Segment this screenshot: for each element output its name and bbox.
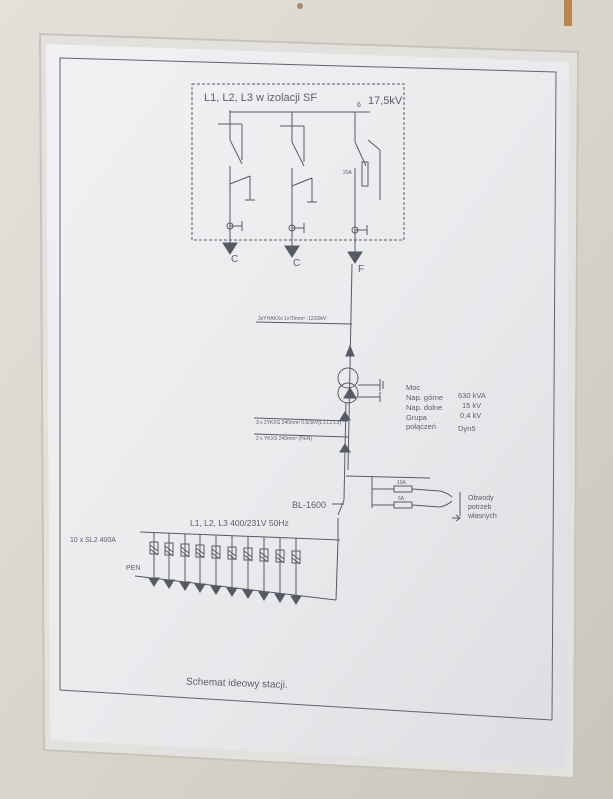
bay-label-3: F bbox=[358, 264, 364, 275]
switchgear-header-subscript: 6 bbox=[357, 102, 361, 109]
lv-cable-label-1: 3 x 2YKXS 240mm² 0,6/1kV(L1,L2,L3) bbox=[256, 420, 341, 426]
lv-main bbox=[343, 401, 347, 501]
aux-label-2: potrzeb bbox=[468, 504, 491, 511]
feeder-6 bbox=[226, 536, 238, 597]
feeder-7 bbox=[242, 536, 254, 599]
breaker-label: BL-1600 bbox=[292, 500, 326, 510]
feeder-10 bbox=[290, 538, 302, 605]
transformer-symbol bbox=[337, 367, 384, 404]
bay-1-feeder bbox=[218, 110, 255, 255]
switchgear-header: L1, L2, L3 w izolacji SF bbox=[204, 92, 317, 104]
drawing-title: Schemat ideowy stacji. bbox=[186, 676, 288, 691]
grupa-label: Grupa bbox=[406, 413, 428, 422]
aux-fuse-1: 10A bbox=[397, 480, 407, 486]
aux-fuse-2: 6A bbox=[398, 496, 405, 502]
aux-label-3: własnych bbox=[467, 513, 497, 520]
busbar-label: L1, L2, L3 400/231V 50Hz bbox=[190, 518, 289, 528]
mv-cable bbox=[347, 263, 353, 471]
paper-sheet bbox=[46, 44, 569, 768]
feeder-5 bbox=[210, 535, 222, 595]
feeder-4 bbox=[194, 534, 206, 593]
fuse-rating: 20A bbox=[343, 170, 353, 176]
feeder-2 bbox=[163, 533, 175, 589]
bay-label-2: C bbox=[293, 258, 300, 269]
feeder-3 bbox=[179, 534, 191, 591]
drawing-border bbox=[59, 57, 557, 721]
schematic bbox=[134, 83, 461, 601]
feeder-8 bbox=[258, 537, 270, 601]
outgoing-feeders bbox=[148, 532, 302, 605]
nap-gorne-label: Nap. górne bbox=[406, 393, 443, 402]
switchgear-voltage: 17,5kV bbox=[368, 95, 403, 107]
nap-gorne-value: 15 kV bbox=[462, 401, 481, 410]
nap-dolne-value: 0,4 kV bbox=[460, 411, 481, 420]
bay-label-1: C bbox=[231, 254, 238, 265]
pen-label: PEN bbox=[126, 565, 140, 572]
grupa-value: Dyn5 bbox=[458, 424, 476, 433]
moc-label: Moc bbox=[406, 383, 420, 392]
lv-cable-label-2: 2 x YKXS 240mm² (PEN) bbox=[256, 436, 312, 442]
nap-dolne-label: Nap. dolne bbox=[406, 403, 442, 412]
polaczen-label: połączeń bbox=[406, 422, 436, 431]
moc-value: 630 kVA bbox=[458, 391, 486, 400]
feeder-9 bbox=[274, 538, 286, 603]
rust-stain bbox=[564, 0, 572, 26]
aux-circuit bbox=[345, 475, 461, 522]
aux-label-1: Obwody bbox=[468, 495, 494, 502]
rust-spot bbox=[297, 3, 303, 9]
bay-2-feeder bbox=[280, 112, 317, 258]
feeder-1 bbox=[148, 532, 160, 587]
mv-cable-label: 3xYHAKXs 1x70mm² -12/20kV bbox=[258, 316, 327, 322]
lv-busbar bbox=[139, 531, 341, 541]
switchgear-enclosure bbox=[191, 83, 405, 241]
bay-3-transformer-feeder bbox=[347, 112, 381, 264]
outgoing-label: 10 x SL2 400A bbox=[70, 537, 116, 544]
